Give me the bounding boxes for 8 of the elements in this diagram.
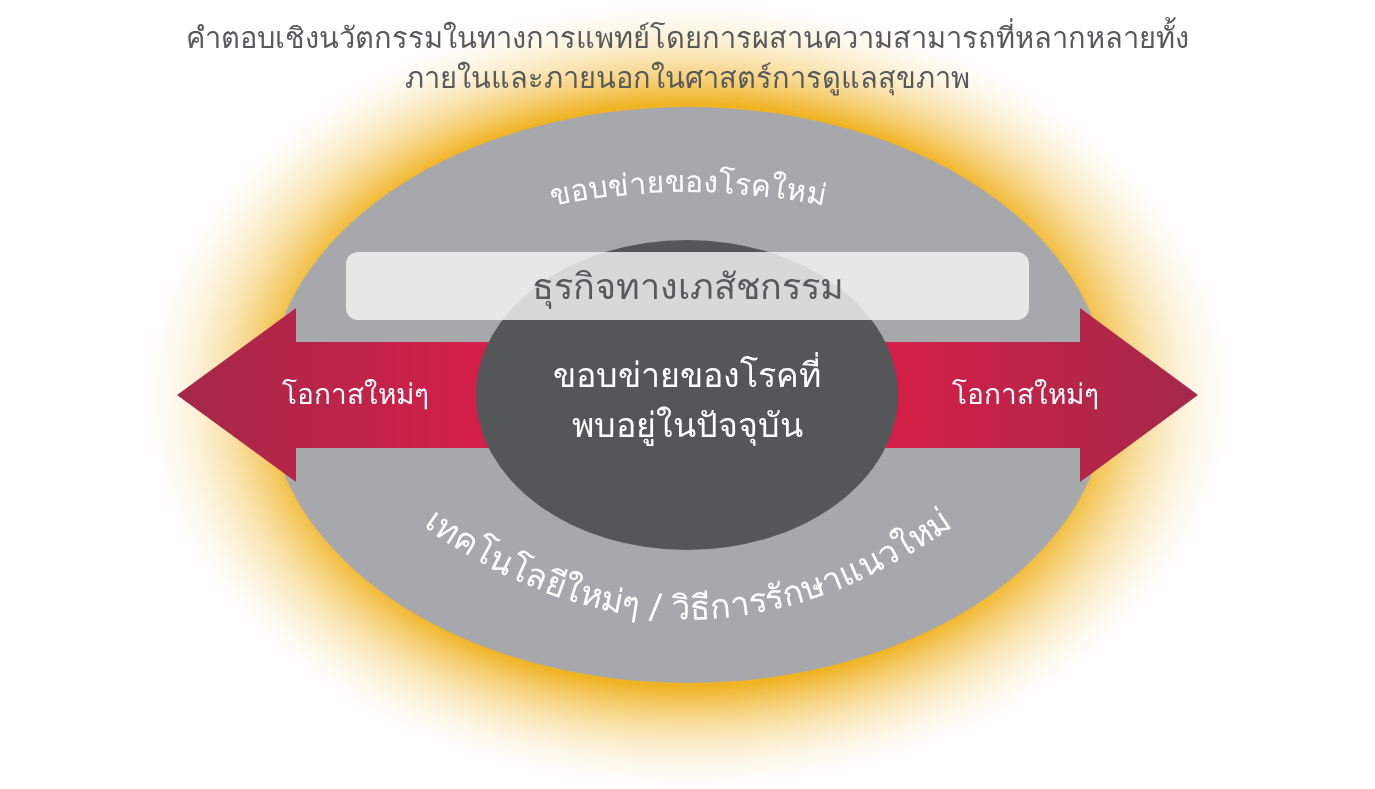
arrow-label: โอกาสใหม่ๆ [280,377,430,413]
arrow-label: โอกาสใหม่ๆ [950,377,1100,413]
box-label: ธุรกิจทางเภสัชกรรม [531,264,844,311]
ellipse-label: ขอบข่ายของโรคที่พบอยู่ในปัจจุบัน [546,350,828,450]
title: คำตอบเชิงนวัตกรรมในทางการแพทย์โดยการผสานความสามารถที่หลากหลายทั้งภายในและภายนอกในศาสตร์การดูแลสุขภาพ [160,18,1215,98]
curved-text: ขอบข่ายของโรคใหม่ [546,163,830,214]
double-arrow-shape [177,308,1198,482]
rounded-box [346,252,1029,320]
